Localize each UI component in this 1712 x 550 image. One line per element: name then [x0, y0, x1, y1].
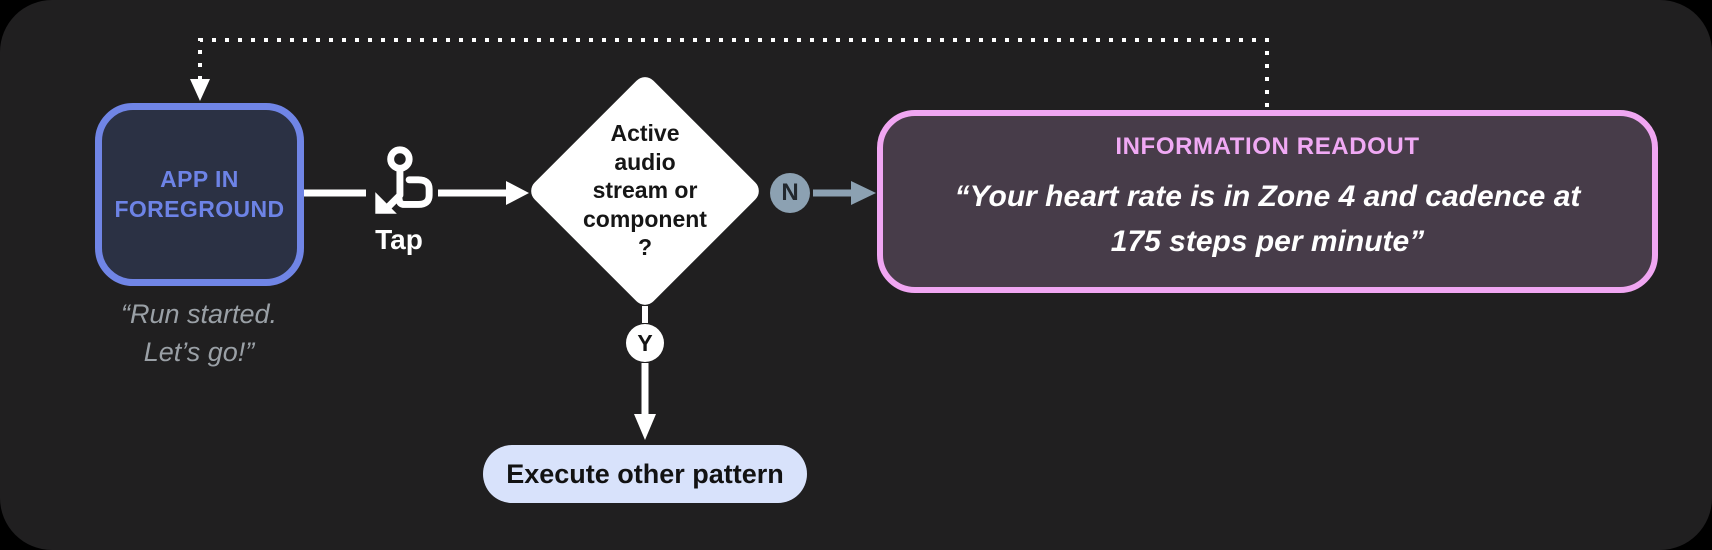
- app-in-foreground-label: APP IN FOREGROUND: [114, 165, 285, 222]
- no-branch-badge: N: [770, 173, 810, 213]
- app-in-foreground-node: APP IN FOREGROUND: [95, 103, 304, 286]
- information-readout-quote: “Your heart rate is in Zone 4 and cadenc…: [954, 180, 1581, 258]
- information-readout-node: INFORMATION READOUT “Your heart rate is …: [877, 110, 1658, 293]
- execute-other-pattern-node: Execute other pattern: [483, 445, 807, 503]
- information-readout-title: INFORMATION READOUT: [1115, 133, 1420, 160]
- decision-label: Active audio stream or component ?: [583, 120, 707, 261]
- tap-edge-label: Tap: [375, 224, 423, 255]
- tap-gesture-icon: [375, 146, 433, 214]
- app-start-quote: “Run started. Let’s go!”: [120, 299, 278, 367]
- yes-branch-badge: Y: [626, 324, 664, 362]
